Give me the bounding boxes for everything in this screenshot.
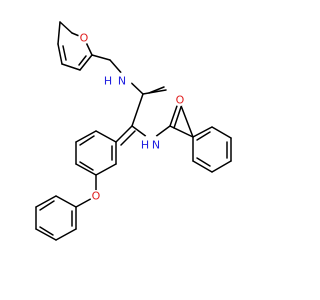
- benzoyl-ring: [192, 126, 232, 173]
- furan-ring: [57, 21, 93, 71]
- benzoyl-oxygen-label: O: [176, 94, 185, 107]
- benzoyl-carbonyl: O: [174, 94, 194, 138]
- top-amide: [91, 54, 167, 127]
- top-amide-h-label: H: [104, 75, 112, 88]
- furan-oxygen-label: O: [80, 32, 89, 45]
- structure-diagram: O N H O N H O O: [35, 21, 232, 241]
- mid-amide-h-label: H: [141, 139, 149, 152]
- mid-amide-n-label: N: [152, 139, 160, 152]
- central-aryl-ring: [75, 130, 117, 176]
- ether-oxygen-label: O: [92, 190, 101, 203]
- phenoxy-ring: [35, 195, 77, 241]
- top-amide-n-label: N: [118, 75, 126, 88]
- atom-labels: O N H O N H O: [78, 32, 185, 203]
- alkene-amide: [115, 102, 194, 146]
